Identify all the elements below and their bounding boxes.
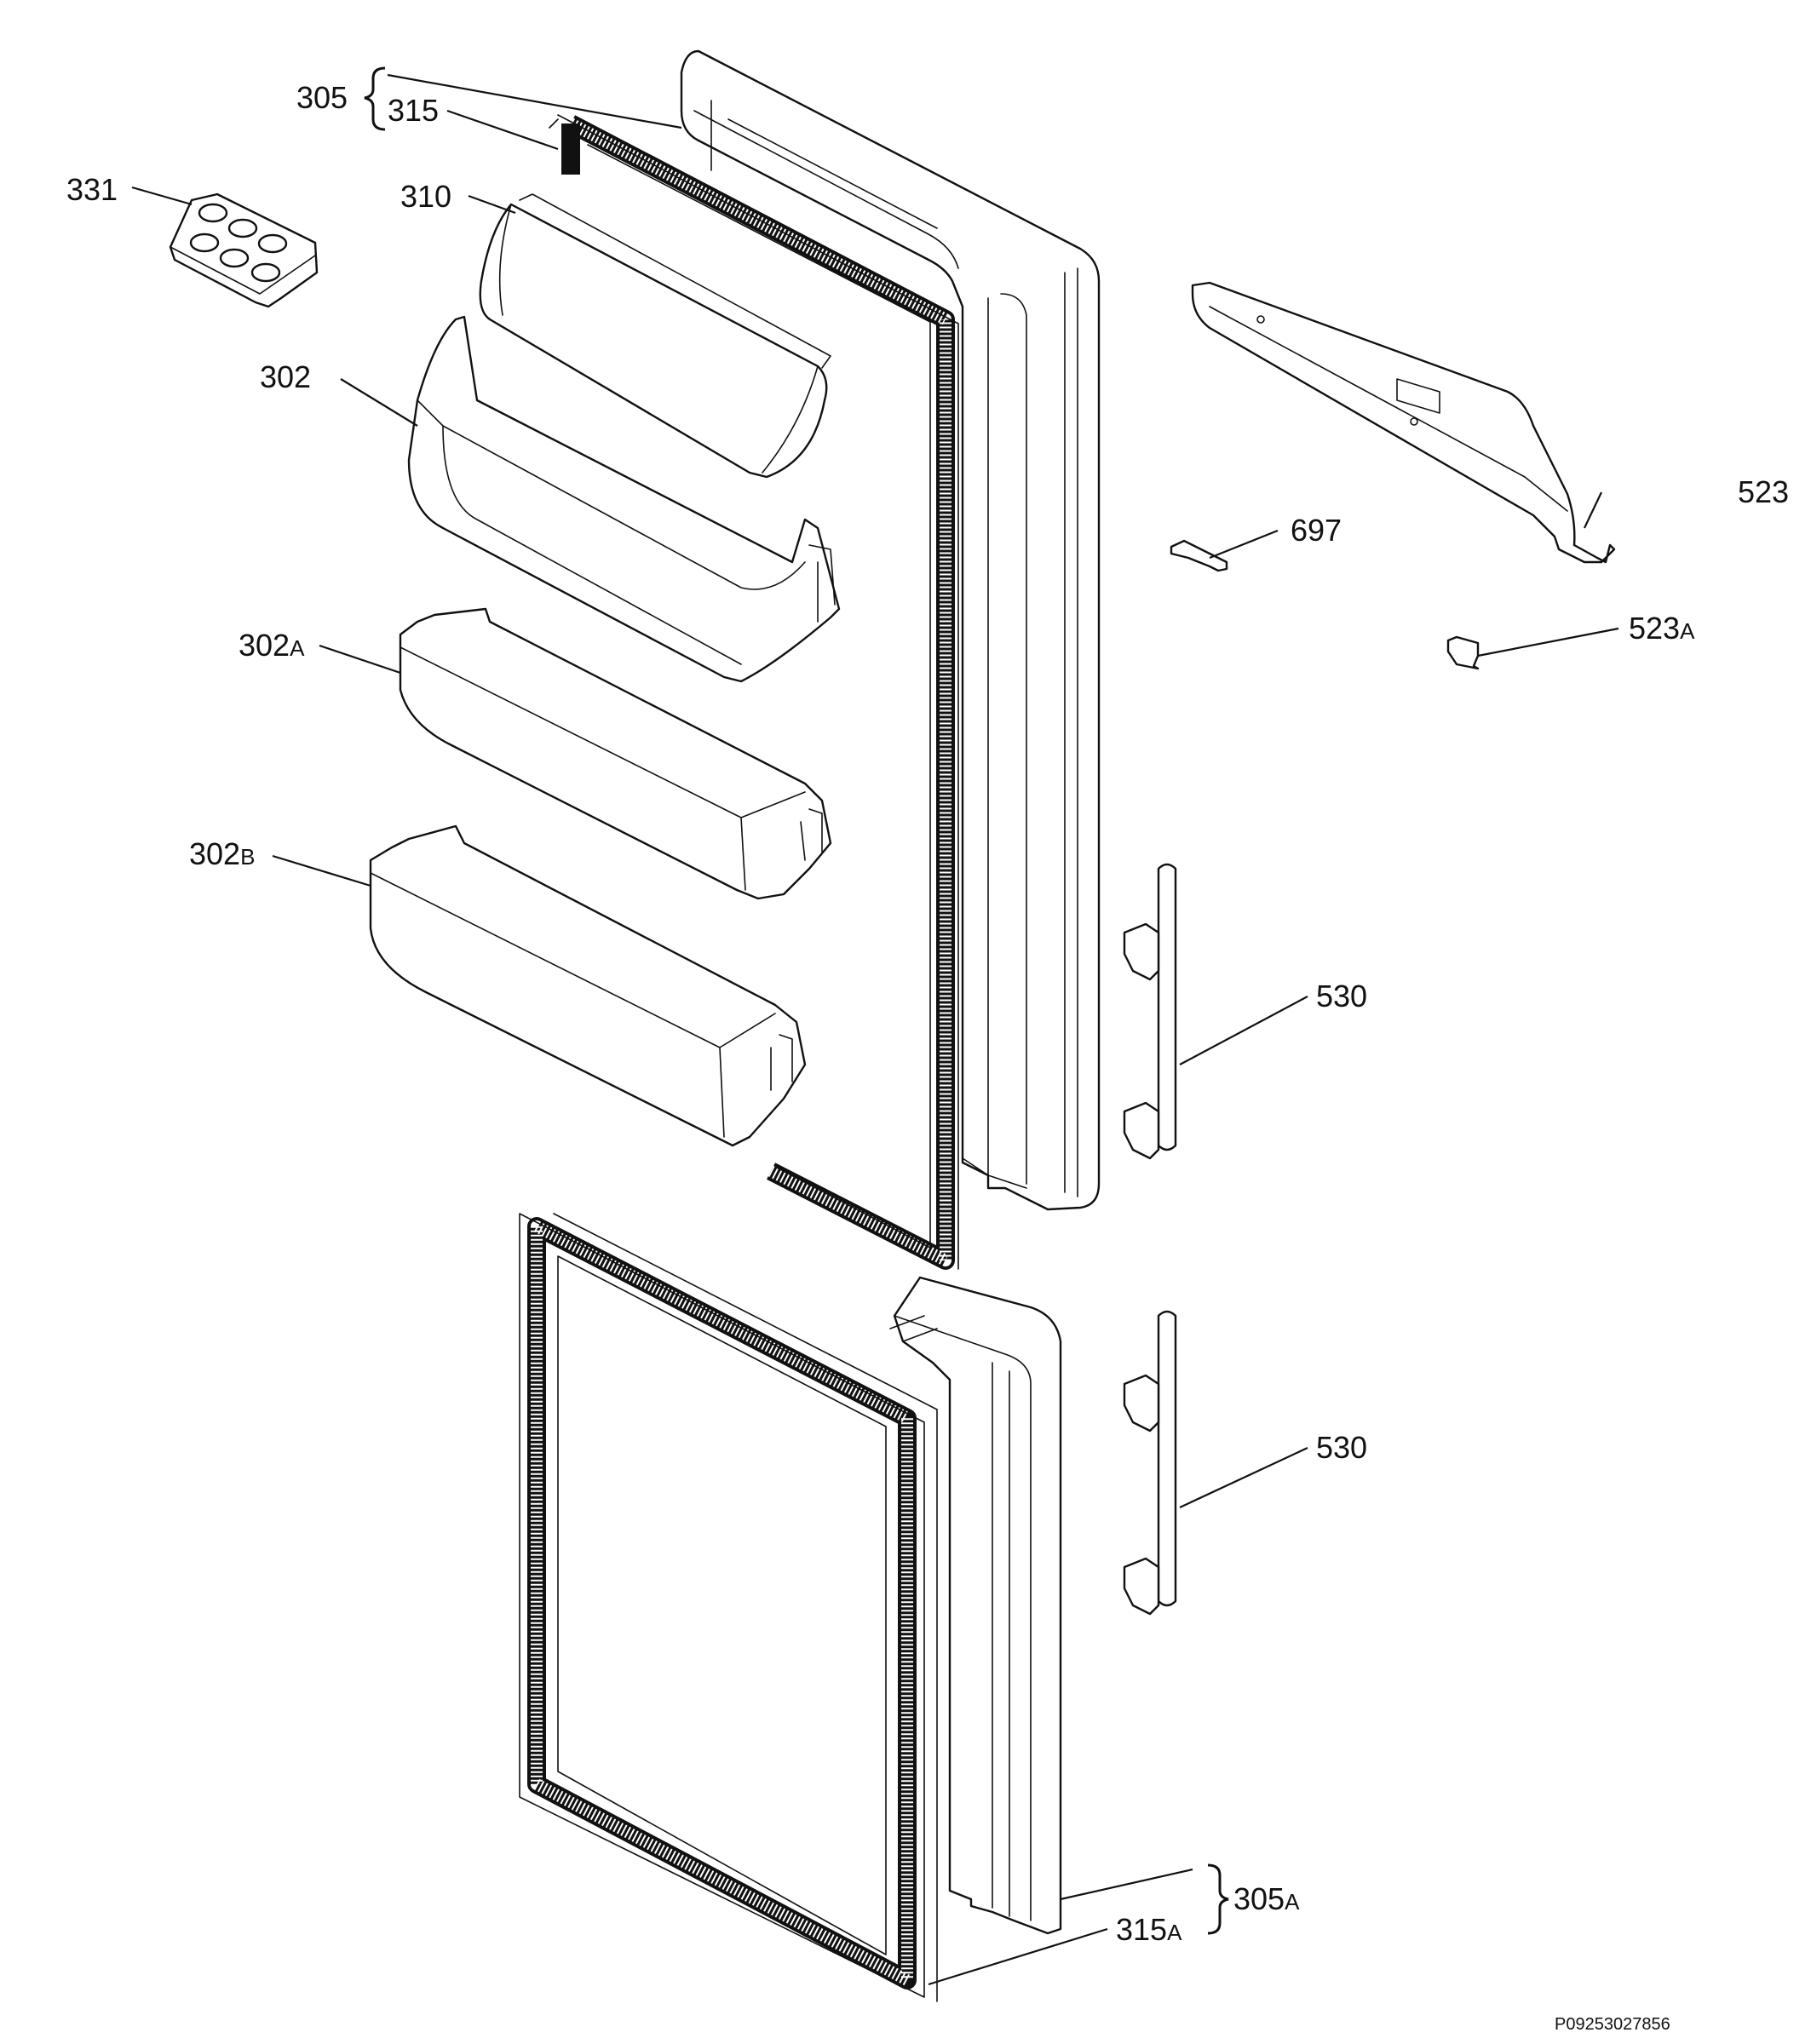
label-331: 331 [66,172,118,207]
handle-530-lower [1123,1310,1177,1616]
top-hinge-cover [1191,281,1616,564]
label-302a: 302A [239,628,305,663]
label-523a: 523A [1629,611,1695,646]
egg-tray [169,192,319,308]
label-697: 697 [1291,513,1342,548]
label-302b: 302B [189,836,255,871]
upper-door-panel [680,49,1101,1211]
label-302: 302 [260,359,311,394]
dairy-compartment-lid [479,193,831,479]
lower-door-gasket [519,1213,938,2002]
drawing-code: P09253027856 [1555,2015,1670,2034]
clip-523a [1446,635,1480,670]
upper-door-gasket [549,114,959,1270]
part-labels: 305 315 331 310 302 302A 302B 523 697 52… [66,80,1789,2034]
door-shelf-302b [369,824,807,1147]
label-530-upper: 530 [1316,979,1367,1013]
handle-530-upper [1123,863,1177,1160]
leader-lines [131,73,1619,1986]
label-310: 310 [400,179,451,214]
lower-door-panel [889,1276,1062,1935]
door-shelf-302a [399,607,832,900]
label-braces [364,66,1229,1935]
label-523: 523 [1738,474,1789,509]
door-shelf-302 [407,315,841,683]
label-305: 305 [296,80,348,115]
label-530-lower: 530 [1316,1430,1367,1465]
label-305a: 305A [1233,1881,1300,1916]
label-315: 315 [388,93,439,128]
clip-697 [1170,539,1228,572]
label-315a: 315A [1116,1912,1182,1947]
